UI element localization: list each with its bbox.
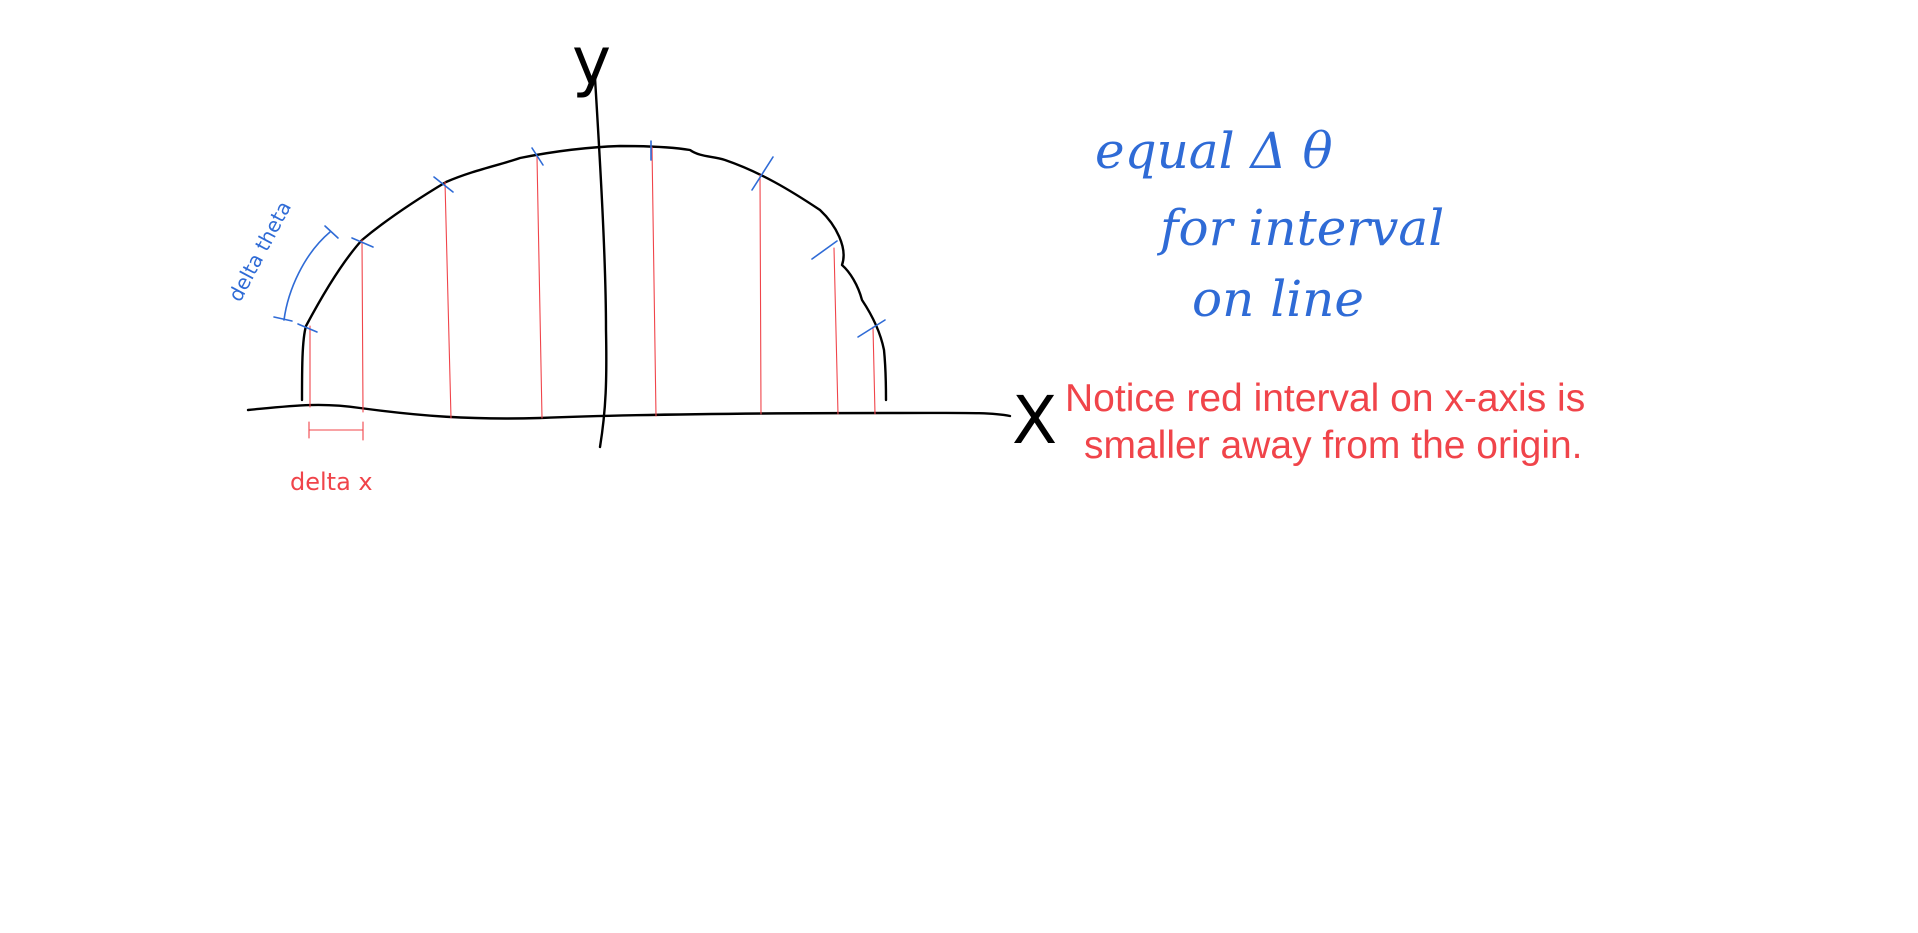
arc-tick [531,147,544,166]
delta-theta-label: delta theta [223,197,296,305]
x-axis-label: X [1012,382,1057,459]
delta-x-bracket [308,421,364,441]
projection-line [759,174,762,415]
arc-tick [433,176,454,193]
arc-curve [300,144,888,402]
handwriting-line-1: equal Δ θ [1095,122,1333,180]
note-line-2: smaller away from the origin. [1084,424,1583,467]
y-axis-line [593,76,608,449]
handwriting-line-2: for interval [1156,199,1444,257]
arc-tick [297,323,318,333]
handwriting-line-3: on line [1192,270,1364,328]
projection-line [361,239,364,413]
arc-tick [351,237,374,248]
projection-lines [309,146,876,419]
projection-line [833,247,839,415]
arc-tick [751,156,774,191]
delta-theta-bracket [273,225,339,322]
x-axis-line [246,403,1012,420]
projection-line [872,326,876,415]
projection-line [444,181,452,419]
y-axis-label: y [572,23,611,100]
arc-tick [811,240,838,260]
projection-line [536,156,543,419]
projection-line [651,146,657,417]
delta-x-label: delta x [290,468,373,496]
arc-ticks [297,140,886,338]
note-line-1: Notice red interval on x-axis is [1065,377,1585,420]
arc-tick [857,319,886,338]
